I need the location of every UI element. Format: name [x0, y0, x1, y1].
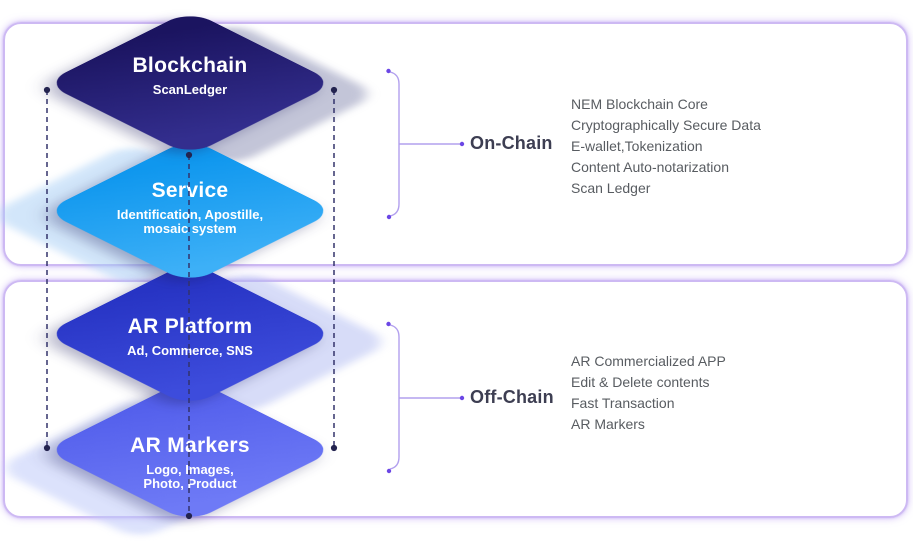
off-chain-feature-list: AR Commercialized APP Edit & Delete cont… — [571, 351, 726, 435]
layer-diamond-ar-platform: AR Platform Ad, Commerce, SNS — [44, 261, 336, 407]
layer-subtitle-line: ScanLedger — [152, 81, 228, 97]
layer-title: Blockchain — [132, 53, 248, 77]
feature-item: Edit & Delete contents — [571, 374, 710, 390]
feature-item: Scan Ledger — [571, 180, 651, 196]
feature-item: Cryptographically Secure Data — [571, 117, 761, 133]
layer-diamond-blockchain: Blockchain ScanLedger — [44, 10, 336, 156]
layer-title: Service — [151, 178, 229, 202]
feature-item: NEM Blockchain Core — [571, 96, 708, 112]
off-chain-panel — [3, 280, 908, 518]
layer-subtitle-line: mosaic system — [143, 220, 237, 236]
feature-item: AR Commercialized APP — [571, 353, 726, 369]
architecture-diagram: { "layers": [ {"id": "blockchain", "titl… — [0, 10, 908, 541]
feature-item: Fast Transaction — [571, 395, 675, 411]
on-chain-feature-list: NEM Blockchain Core Cryptographically Se… — [571, 94, 761, 199]
layer-diamond-service: Service Identification, Apostille, mosai… — [44, 138, 336, 284]
layer-subtitle-line: Identification, Apostille, — [116, 206, 264, 222]
feature-item: Content Auto-notarization — [571, 159, 729, 175]
layer-subtitle-line: Ad, Commerce, SNS — [127, 342, 253, 358]
layer-diamond-ar-markers: AR Markers Logo, Images, Photo, Product — [44, 377, 336, 523]
layer-title: AR Platform — [127, 314, 253, 338]
layer-title: AR Markers — [130, 433, 250, 457]
feature-item: E-wallet,Tokenization — [571, 138, 703, 154]
feature-item: AR Markers — [571, 416, 645, 432]
layer-subtitle-line: Photo, Product — [143, 475, 237, 491]
off-chain-label: Off-Chain — [470, 387, 554, 407]
on-chain-label: On-Chain — [470, 133, 553, 153]
layer-subtitle-line: Logo, Images, — [146, 461, 234, 477]
on-chain-panel — [3, 22, 908, 266]
